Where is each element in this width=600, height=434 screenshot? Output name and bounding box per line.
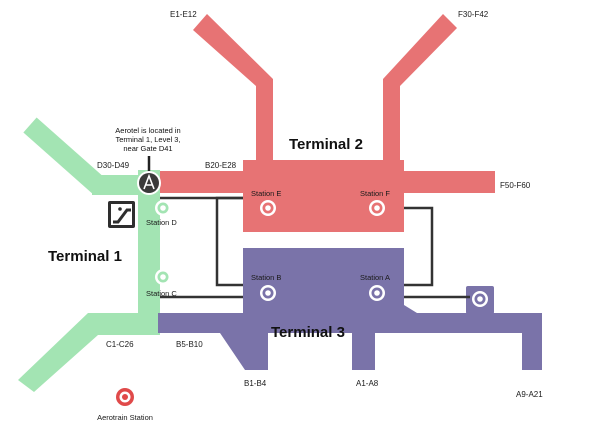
- aerotel-pin-icon[interactable]: [137, 156, 161, 195]
- terminal-1-d-connector: [92, 175, 150, 195]
- station-c-label: Station C: [146, 289, 177, 298]
- track-loop: [215, 196, 243, 287]
- legend-aerotrain-label: Aerotrain Station: [97, 413, 153, 422]
- gate-label-b1: B1-B4: [244, 379, 267, 388]
- station-f-label: Station F: [360, 189, 390, 198]
- gate-label-e: E1-E12: [170, 10, 197, 19]
- hotel-note-line-3: near Gate D41: [123, 144, 172, 153]
- terminal-1-area: [18, 117, 160, 392]
- terminal-2-main-hall: [243, 160, 404, 232]
- station-c-marker[interactable]: [155, 269, 171, 285]
- terminal-3-label: Terminal 3: [271, 324, 345, 341]
- terminal-2-area: [160, 14, 495, 232]
- station-b-marker[interactable]: [260, 285, 276, 301]
- gate-label-a1: A1-A8: [356, 379, 379, 388]
- station-f-marker[interactable]: [369, 200, 385, 216]
- terminal-1-pier-d: [23, 117, 107, 195]
- hotel-note-line-2: Terminal 1, Level 3,: [115, 135, 180, 144]
- station-a9-marker[interactable]: [472, 291, 488, 307]
- gate-label-c: C1-C26: [106, 340, 134, 349]
- station-markers: [155, 200, 488, 307]
- station-d-label: Station D: [146, 218, 177, 227]
- station-e-marker[interactable]: [260, 200, 276, 216]
- terminal-1-label: Terminal 1: [48, 248, 122, 265]
- track-loop-right: [404, 206, 434, 287]
- terminal-3-concourse: [158, 248, 542, 370]
- terminal-2-pier-f: [383, 14, 457, 166]
- terminal-1-pier-c: [18, 313, 150, 392]
- gate-label-b20: B20-E28: [205, 161, 237, 170]
- escalator-icon: [108, 201, 135, 228]
- gate-label-b5: B5-B10: [176, 340, 203, 349]
- station-d-marker[interactable]: [155, 200, 171, 216]
- terminal-2-pier-e: [193, 14, 273, 166]
- hotel-note-line-1: Aerotel is located in: [115, 126, 180, 135]
- terminal-3-area: [158, 248, 542, 370]
- aerotrain-track: [160, 196, 470, 299]
- terminal-1-spine: [138, 170, 160, 335]
- aerotrain-station-icon: [116, 388, 134, 406]
- station-b-label: Station B: [251, 273, 281, 282]
- gate-label-d: D30-D49: [97, 161, 130, 170]
- station-a-label: Station A: [360, 273, 390, 282]
- station-e-label: Station E: [251, 189, 281, 198]
- station-a-marker[interactable]: [369, 285, 385, 301]
- gate-label-a9: A9-A21: [516, 390, 543, 399]
- terminal-2-label: Terminal 2: [289, 136, 363, 153]
- gate-label-f-side: F50-F60: [500, 181, 531, 190]
- gate-label-f-top: F30-F42: [458, 10, 489, 19]
